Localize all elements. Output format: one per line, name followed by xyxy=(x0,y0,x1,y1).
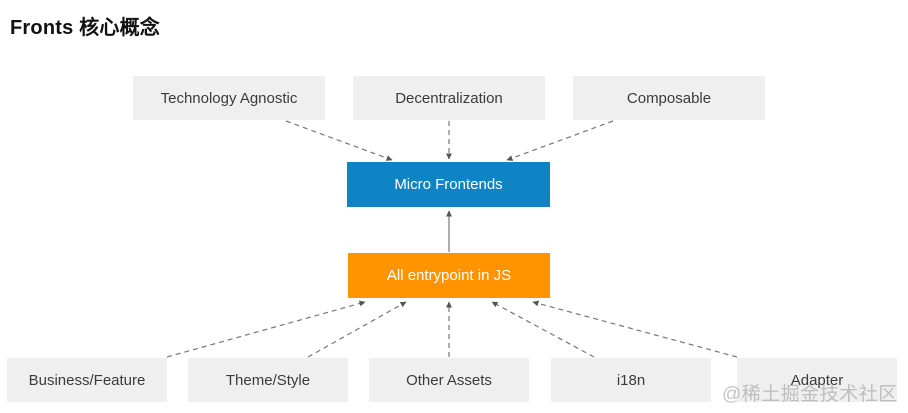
node-theme-style: Theme/Style xyxy=(188,358,348,402)
node-all-entrypoint-in-js: All entrypoint in JS xyxy=(348,253,550,298)
node-business-feature: Business/Feature xyxy=(7,358,167,402)
edge-business-feature-to-all-entrypoint-in-js xyxy=(166,300,366,358)
juejin-watermark: @稀土掘金技术社区 xyxy=(722,384,898,405)
node-other-assets: Other Assets xyxy=(369,358,529,402)
node-micro-frontends: Micro Frontends xyxy=(347,162,550,207)
edge-theme-style-to-all-entrypoint-in-js xyxy=(307,301,407,358)
node-i18n: i18n xyxy=(551,358,711,402)
page-title: Fronts 核心概念 xyxy=(10,17,160,39)
edge-technology-agnostic-to-micro-frontends xyxy=(285,120,393,161)
edge-i18n-to-all-entrypoint-in-js xyxy=(491,301,595,358)
node-decentralization: Decentralization xyxy=(353,76,545,120)
node-technology-agnostic: Technology Agnostic xyxy=(133,76,325,120)
node-adapter: Adapter xyxy=(737,358,897,402)
node-composable: Composable xyxy=(573,76,765,120)
edge-adapter-to-all-entrypoint-in-js xyxy=(532,300,738,358)
edge-composable-to-micro-frontends xyxy=(506,120,614,161)
